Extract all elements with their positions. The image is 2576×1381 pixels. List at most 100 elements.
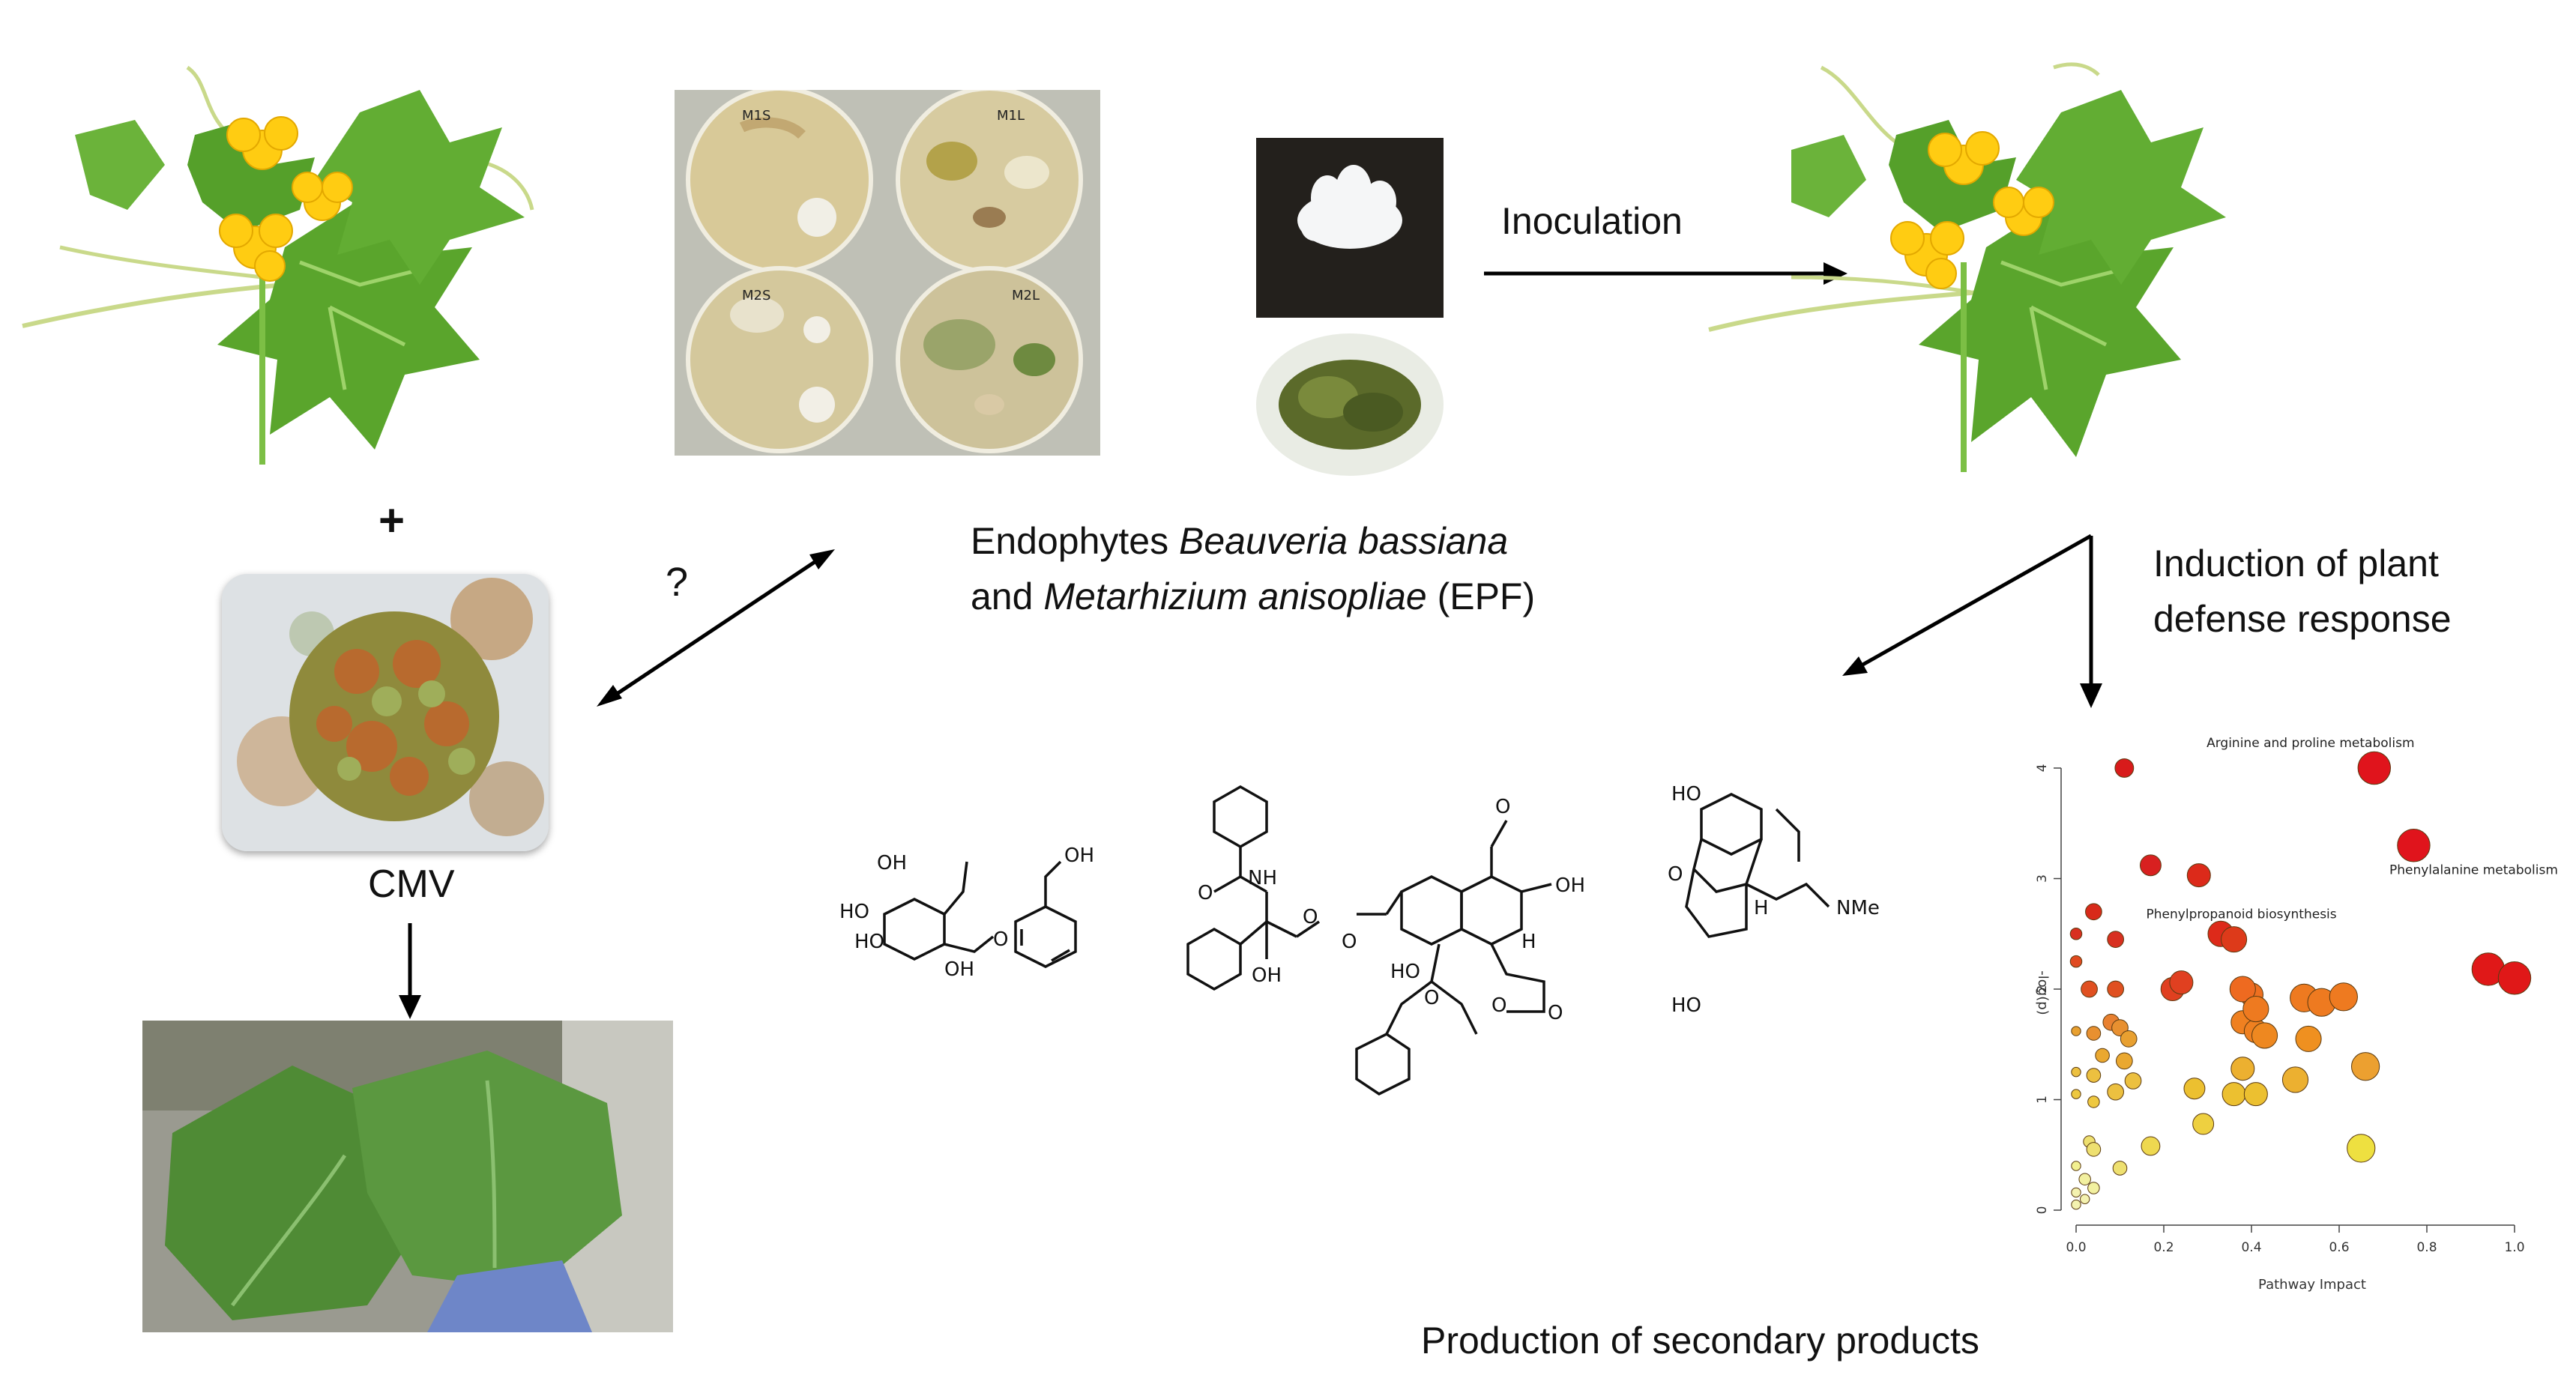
chart-point xyxy=(2071,1089,2081,1099)
plus-sign: + xyxy=(378,495,405,546)
chart-point xyxy=(2295,1025,2322,1052)
chart-point xyxy=(2120,1030,2138,1048)
morphine-nme: NMe xyxy=(1836,897,1880,919)
plate-label-m1s: M1S xyxy=(742,108,770,124)
taxane-o-4: O xyxy=(1495,796,1510,818)
chart-point xyxy=(2329,982,2358,1012)
chart-point xyxy=(2071,1187,2081,1198)
production-label: Production of secondary products xyxy=(1421,1320,1979,1362)
chart-point xyxy=(2086,1068,2102,1083)
petri-plate-m2l: M2L xyxy=(896,266,1083,453)
salicin-oh-right: OH xyxy=(1064,844,1094,867)
chart-point xyxy=(2080,1194,2090,1204)
taxane-o-2: O xyxy=(1303,906,1318,928)
chart-point xyxy=(2192,1113,2215,1135)
salicin-structure xyxy=(883,860,1077,968)
morphine-h: H xyxy=(1754,897,1769,919)
chart-point xyxy=(2221,926,2248,953)
plate-label-m2l: M2L xyxy=(1012,288,1040,303)
healthy-cucumber-plant-image xyxy=(22,65,534,465)
chart-annotations: Arginine and proline metabolismPhenylala… xyxy=(2147,736,2558,922)
taxane-h: H xyxy=(1521,931,1536,953)
chart-annotation: Phenylalanine metabolism xyxy=(2389,862,2558,877)
chart-point xyxy=(2357,751,2391,785)
cmv-down-arrow xyxy=(399,923,421,1019)
morphine-ho-1: HO xyxy=(1671,783,1701,806)
endophytes-line-2: and Metarhizium anisopliae (EPF) xyxy=(971,575,1536,617)
chemical-structures: OH HO HO OH O OH NH O O OH O O HO OH H O… xyxy=(839,783,1880,1096)
morphine-o: O xyxy=(1668,863,1683,886)
chart-point xyxy=(2069,955,2083,968)
chart-point xyxy=(2221,1082,2246,1107)
petri-plate-m1l: M1L xyxy=(896,90,1083,274)
taxane-o-3: O xyxy=(1342,931,1357,953)
morphine-ho-2: HO xyxy=(1671,994,1701,1017)
chart-point xyxy=(2251,1022,2278,1049)
taxane-o-6: O xyxy=(1491,994,1506,1017)
cmv-virus-image xyxy=(222,574,549,851)
chart-point xyxy=(2086,1142,2102,1157)
petri-dish-photo: M1S M1L M2S M2L xyxy=(675,90,1100,456)
chart-x-tick-label: 0.0 xyxy=(2066,1240,2086,1255)
chart-point xyxy=(2186,863,2211,888)
chart-point xyxy=(2095,1048,2110,1063)
petri-dish-drawing: M1S M1L M2S M2L xyxy=(675,90,1100,456)
chart-point xyxy=(2112,1161,2128,1176)
chart-point xyxy=(2069,928,2083,940)
chart-point xyxy=(2116,1052,2133,1070)
chart-point xyxy=(2071,1066,2081,1078)
petri-plate-m1s: M1S xyxy=(686,90,873,274)
chart-point xyxy=(2351,1052,2380,1081)
chart-point xyxy=(2397,829,2431,862)
chart-point xyxy=(2071,1199,2081,1210)
chart-y-tick-label: 2 xyxy=(2035,985,2050,994)
chart-point xyxy=(2242,996,2269,1023)
infected-leaf-photo xyxy=(142,1021,673,1332)
chart-point xyxy=(2183,1078,2206,1100)
salicin-ho-left-1: HO xyxy=(839,901,869,923)
chart-point xyxy=(2107,1083,2124,1101)
salicin-oh-top: OH xyxy=(877,852,907,874)
chart-x-tick-label: 1.0 xyxy=(2504,1240,2524,1255)
chart-point xyxy=(2347,1134,2376,1163)
chart-annotation: Arginine and proline metabolism xyxy=(2207,736,2414,751)
chart-point xyxy=(2141,1136,2161,1156)
chart-point xyxy=(2087,1096,2100,1108)
chart-points xyxy=(2069,751,2532,1210)
chart-point xyxy=(2087,1182,2100,1194)
chart-x-tick-label: 0.2 xyxy=(2153,1240,2174,1255)
beauveria-bassiana-photo xyxy=(1256,138,1444,318)
metarhizium-anisopliae-photo xyxy=(1253,330,1447,480)
chart-point xyxy=(2124,1072,2142,1090)
chart-point xyxy=(2107,980,2124,998)
taxane-oh-1: OH xyxy=(1252,964,1282,987)
chart-point xyxy=(2140,854,2162,877)
chart-annotation: Phenylpropanoid biosynthesis xyxy=(2147,907,2337,922)
induction-label: Induction of plant defense response xyxy=(2153,543,2452,640)
taxane-o-7: O xyxy=(1548,1002,1563,1024)
taxane-o-5: O xyxy=(1424,987,1439,1009)
chart-point xyxy=(2085,903,2102,921)
plate-label-m2s: M2S xyxy=(742,288,770,303)
salicin-oh-ring: OH xyxy=(944,958,974,981)
salicin-o-link: O xyxy=(993,928,1008,951)
endophytes-line-1: Endophytes Beauveria bassiana xyxy=(971,520,1509,562)
chart-point xyxy=(2497,961,2532,995)
chart-x-axis-label: Pathway Impact xyxy=(2258,1277,2366,1293)
metarhizium-anisopliae-name: Metarhizium anisopliae xyxy=(1043,575,1427,617)
chart-x-tick-label: 0.4 xyxy=(2241,1240,2261,1255)
bidirectional-arrow xyxy=(597,549,835,707)
paclitaxel-structure xyxy=(1186,785,1552,1096)
chart-y-axis-label: -log(p) xyxy=(2035,970,2051,1015)
chart-point xyxy=(2078,1173,2091,1185)
chart-point xyxy=(2230,1057,2255,1081)
chart-y-tick-label: 4 xyxy=(2035,764,2050,773)
chart-point xyxy=(2114,758,2135,778)
question-mark: ? xyxy=(666,560,689,605)
chart-x-tick-label: 0.8 xyxy=(2416,1240,2437,1255)
plate-label-m1l: M1L xyxy=(997,108,1025,124)
chart-x-tick-label: 0.6 xyxy=(2329,1240,2349,1255)
chart-point xyxy=(2229,976,2256,1003)
